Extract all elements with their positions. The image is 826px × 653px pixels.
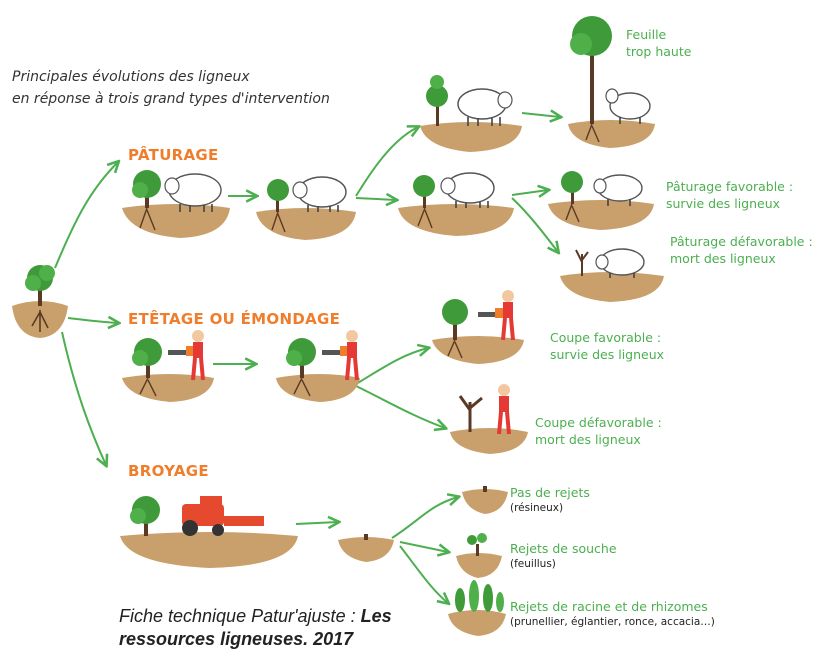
arrow-broy-1 [295,522,338,524]
intro-line-1: Principales évolutions des ligneux [12,69,250,85]
feuille-line-1: Feuille [626,27,667,42]
arrows [54,113,560,603]
rejets-de-souche-scene [456,533,502,578]
arrow-broy-down [399,545,448,603]
outcome-coupe-favorable: Coupe favorable : survie des ligneux [550,329,664,363]
coupe-defav-line-2: mort des ligneux [535,432,641,447]
arrow-pat-up [355,127,418,197]
paturage-stage-3-up [420,75,522,152]
coupe-fav-line-2: survie des ligneux [550,347,665,362]
intro-line-2: en réponse à trois grand types d'interve… [12,91,330,107]
outcome-paturage-favorable: Pâturage favorable : survie des ligneux [666,178,793,212]
source-caption: Fiche technique Patur'ajuste : Les resso… [119,605,392,651]
pat-fav-line-2: survie des ligneux [666,196,781,211]
arrow-ete-defav [355,385,445,428]
outcome-rejets-de-racine: Rejets de racine et de rhizomes (prunell… [510,598,715,630]
arrow-to-paturage [54,162,118,269]
section-etetage: ETÊTAGE OU ÉMONDAGE [128,310,341,328]
paturage-stage-3-mid [398,172,514,236]
arrow-broy-up [391,497,458,539]
outcome-feuille-trop-haute: Feuille trop haute [626,26,691,60]
pat-defav-line-2: mort des ligneux [670,251,776,266]
pat-fav-line-1: Pâturage favorable : [666,179,794,194]
paturage-favorable-scene [548,171,654,230]
arrow-pat-fav [511,190,548,195]
pas-de-rejets-scene [462,486,508,514]
feuille-line-2: trop haute [626,44,692,59]
section-paturage: PÂTURAGE [128,146,219,164]
arrow-feuille [521,113,560,117]
rejets-1-label: Pas de rejets [510,485,590,500]
rejets-de-racine-scene [448,580,506,636]
intro-text: Principales évolutions des ligneux en ré… [12,66,330,110]
coupe-defav-line-1: Coupe défavorable : [535,415,662,430]
rejets-1-sub: (résineux) [510,502,564,514]
paturage-stage-2 [256,176,356,240]
arrow-ete-fav [355,348,428,385]
caption-line-1: Fiche technique Patur'ajuste : Les [119,605,392,628]
arrow-broy-mid [399,541,448,552]
coupe-fav-line-1: Coupe favorable : [550,330,662,345]
arrow-pat-mid [355,198,396,200]
paturage-stage-1 [122,170,230,238]
etetage-stage-2 [276,330,360,402]
rejets-2-label: Rejets de souche [510,541,617,556]
coupe-defavorable-scene [450,384,528,454]
outcome-rejets-de-souche: Rejets de souche (feuillus) [510,540,617,572]
outcome-coupe-defavorable: Coupe défavorable : mort des ligneux [535,414,662,448]
feuille-trop-haute-scene [568,16,655,148]
arrow-pat-defav [511,197,558,252]
rejets-3-sub: (prunellier, églantier, ronce, accacia…) [510,616,715,628]
arrow-to-broyage [61,331,106,465]
caption-bold-1: Les [360,606,392,626]
pat-defav-line-1: Pâturage défavorable : [670,234,813,249]
etetage-stage-1 [122,330,214,402]
caption-prefix: Fiche technique Patur'ajuste : [119,606,361,626]
rejets-2-sub: (feuillus) [510,558,556,570]
rejets-3-label: Rejets de racine et de rhizomes [510,599,708,614]
coupe-favorable-scene [432,290,524,364]
outcome-paturage-defavorable: Pâturage défavorable : mort des ligneux [670,233,813,267]
broyage-stage-2 [338,534,394,562]
outcome-pas-de-rejets: Pas de rejets (résineux) [510,484,590,516]
caption-line-2: ressources ligneuses. 2017 [119,628,392,651]
start-tree [12,265,68,338]
arrow-to-etetage [67,318,118,323]
caption-bold-2: ressources ligneuses. 2017 [119,629,354,649]
paturage-defavorable-scene [560,248,664,302]
broyage-stage-1 [120,496,298,568]
section-broyage: BROYAGE [128,462,209,480]
